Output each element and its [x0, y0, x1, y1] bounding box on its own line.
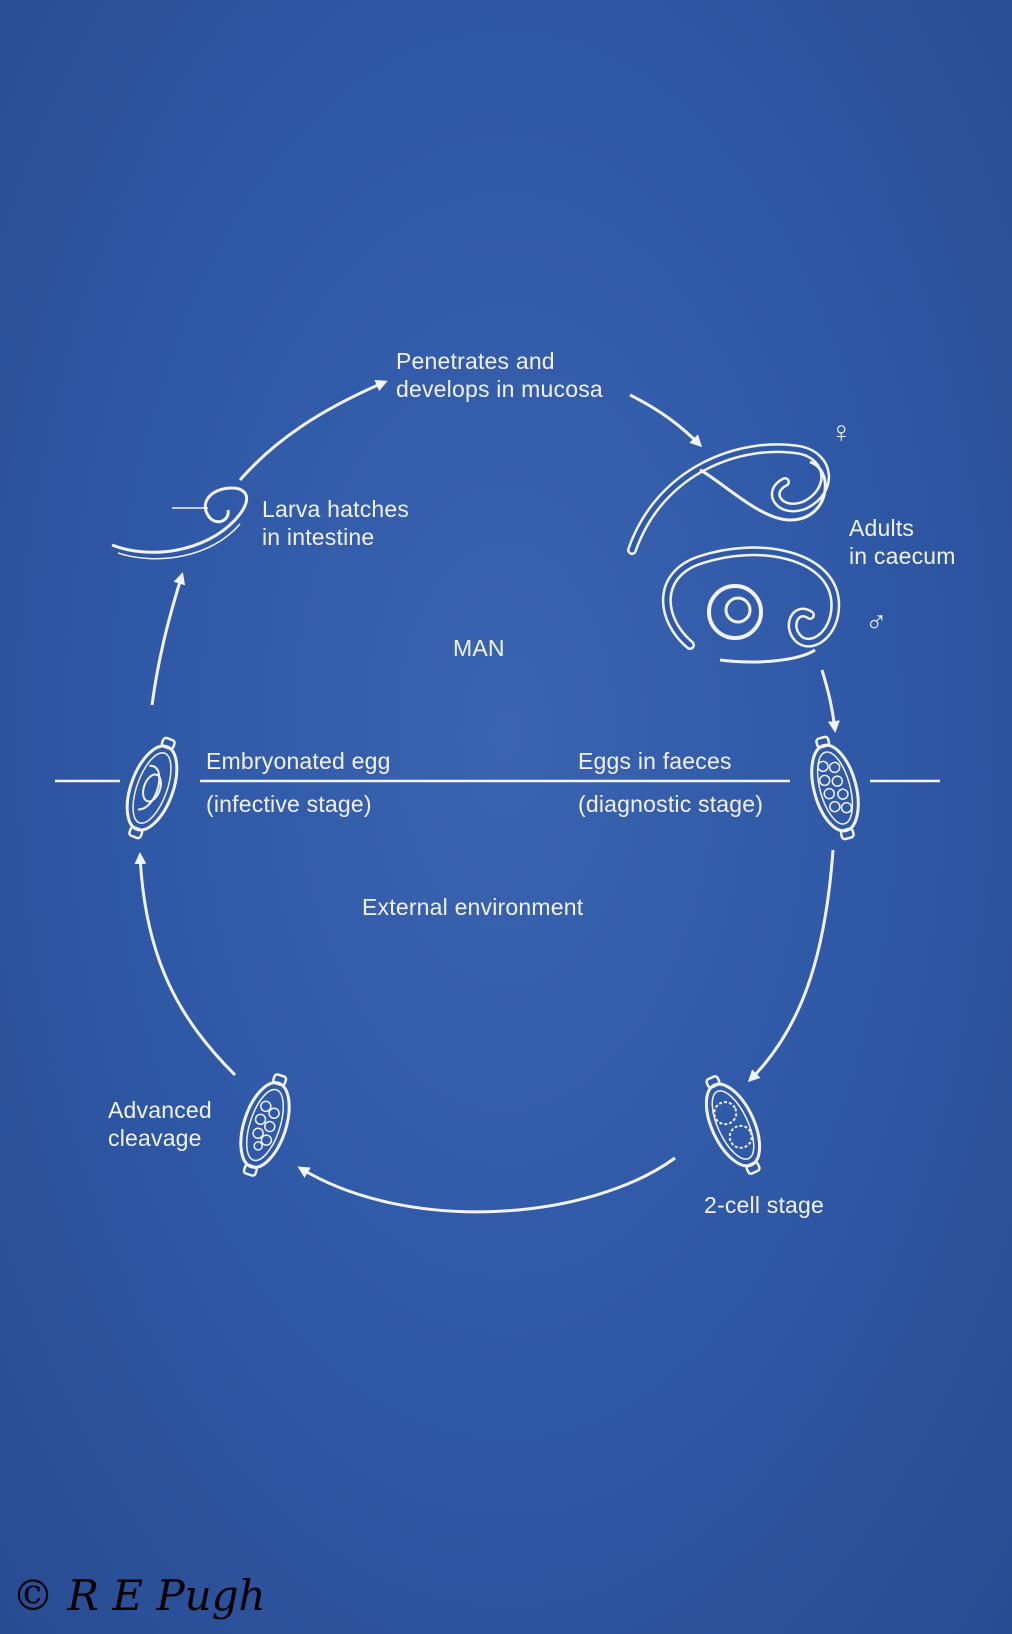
adult-female-worm-icon	[627, 443, 830, 555]
label-eggs-faeces-note: (diagnostic stage)	[578, 791, 764, 817]
label-adults: Adults in caecum	[849, 515, 956, 569]
arrow-embryonated-to-larva	[150, 572, 186, 706]
embryonated-egg-icon	[112, 730, 192, 846]
arrow-adults-to-faeces	[820, 669, 840, 733]
advanced-cleavage-egg-icon	[227, 1067, 303, 1183]
label-embryonated-note: (infective stage)	[206, 791, 372, 817]
label-region-host: MAN	[453, 635, 505, 661]
label-embryonated: Embryonated egg	[206, 748, 391, 774]
male-symbol: ♂	[865, 606, 888, 639]
arrow-mucosa-to-adults	[629, 393, 703, 448]
arrow-advanced-to-embryonated	[134, 852, 237, 1077]
copyright-notice: © R E Pugh	[12, 1571, 266, 1620]
label-penetrates: Penetrates and develops in mucosa	[396, 348, 603, 402]
two-cell-egg-icon	[690, 1067, 776, 1183]
label-region-external: External environment	[362, 894, 584, 920]
larva-icon	[111, 486, 249, 560]
label-eggs-faeces: Eggs in faeces	[578, 748, 732, 774]
label-larva: Larva hatches in intestine	[262, 496, 410, 550]
label-advanced: Advanced cleavage	[108, 1097, 212, 1151]
female-symbol: ♀	[830, 416, 853, 449]
arrow-larva-to-mucosa	[238, 380, 388, 481]
arrow-twocell-to-advanced	[297, 1156, 676, 1214]
arrow-faeces-to-twocell	[747, 849, 835, 1083]
label-two-cell: 2-cell stage	[704, 1192, 825, 1218]
adult-male-worm-icon	[661, 546, 841, 664]
faeces-egg-icon	[799, 730, 871, 846]
